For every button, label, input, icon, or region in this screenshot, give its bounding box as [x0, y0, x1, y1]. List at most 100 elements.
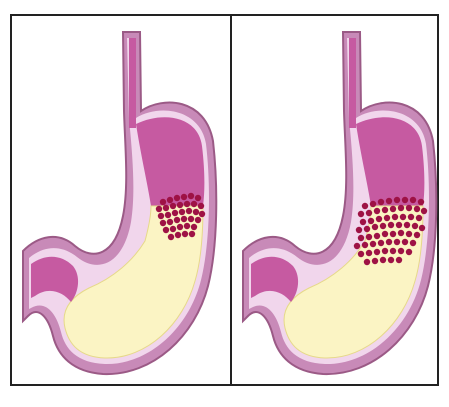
- dot: [406, 231, 412, 237]
- dot: [362, 242, 368, 248]
- dot: [398, 248, 404, 254]
- dot: [358, 235, 364, 241]
- dot: [380, 223, 386, 229]
- dot: [184, 201, 190, 207]
- dot: [378, 199, 384, 205]
- dot: [182, 231, 188, 237]
- dot: [402, 239, 408, 245]
- dot: [160, 220, 166, 226]
- dot: [414, 232, 420, 238]
- dot: [394, 239, 400, 245]
- dot: [388, 222, 394, 228]
- dot: [186, 208, 192, 214]
- dot: [406, 205, 412, 211]
- dot: [188, 216, 194, 222]
- dot: [358, 251, 364, 257]
- dot: [199, 211, 205, 217]
- dot: [416, 215, 422, 221]
- dot: [360, 219, 366, 225]
- dot: [404, 222, 410, 228]
- dot: [356, 227, 362, 233]
- dot: [410, 197, 416, 203]
- dot: [179, 209, 185, 215]
- dot: [396, 257, 402, 263]
- dot: [370, 201, 376, 207]
- dot: [392, 214, 398, 220]
- dot: [174, 217, 180, 223]
- dot: [184, 223, 190, 229]
- dot: [195, 195, 201, 201]
- dot: [390, 231, 396, 237]
- dot: [191, 224, 197, 230]
- dot: [374, 233, 380, 239]
- dot: [400, 214, 406, 220]
- dot: [368, 218, 374, 224]
- dot: [396, 222, 402, 228]
- dot: [374, 208, 380, 214]
- dot: [378, 240, 384, 246]
- dot: [195, 217, 201, 223]
- dot: [189, 231, 195, 237]
- dot: [163, 205, 169, 211]
- dot: [177, 202, 183, 208]
- dot: [419, 225, 425, 231]
- dot: [366, 210, 372, 216]
- stomach-panel-right: [233, 16, 449, 384]
- dot: [374, 249, 380, 255]
- dot: [382, 207, 388, 213]
- dot: [170, 203, 176, 209]
- dot: [398, 205, 404, 211]
- stomach-illustration-left: [13, 16, 229, 384]
- dot: [421, 208, 427, 214]
- dot: [188, 193, 194, 199]
- dot: [174, 195, 180, 201]
- dot: [362, 203, 368, 209]
- stomach-illustration-right: [233, 16, 449, 384]
- dot: [408, 214, 414, 220]
- dot: [402, 197, 408, 203]
- dot: [382, 231, 388, 237]
- dot: [412, 223, 418, 229]
- dot: [376, 216, 382, 222]
- dot: [386, 239, 392, 245]
- stomach-panel-left: [13, 16, 229, 384]
- dot: [372, 224, 378, 230]
- dot: [181, 194, 187, 200]
- dot: [388, 257, 394, 263]
- dot: [382, 248, 388, 254]
- dot: [406, 249, 412, 255]
- dot: [170, 226, 176, 232]
- dot: [386, 198, 392, 204]
- dot: [390, 248, 396, 254]
- dot: [172, 210, 178, 216]
- panel-divider: [230, 14, 232, 386]
- esophagus: [349, 38, 356, 128]
- dot: [198, 203, 204, 209]
- esophagus: [129, 38, 136, 128]
- dot: [177, 224, 183, 230]
- dot: [366, 250, 372, 256]
- dot: [398, 230, 404, 236]
- dot: [394, 197, 400, 203]
- dot: [160, 199, 166, 205]
- dot: [372, 258, 378, 264]
- dot: [414, 206, 420, 212]
- dot: [358, 211, 364, 217]
- dot: [390, 206, 396, 212]
- dot: [364, 259, 370, 265]
- dot: [163, 227, 169, 233]
- dot: [158, 213, 164, 219]
- dot: [167, 219, 173, 225]
- dot: [165, 212, 171, 218]
- dot: [354, 243, 360, 249]
- dot: [193, 209, 199, 215]
- dot: [366, 234, 372, 240]
- dot: [380, 257, 386, 263]
- dot: [410, 240, 416, 246]
- dot: [181, 216, 187, 222]
- dot: [418, 199, 424, 205]
- dot: [168, 234, 174, 240]
- dot: [167, 197, 173, 203]
- dot: [156, 206, 162, 212]
